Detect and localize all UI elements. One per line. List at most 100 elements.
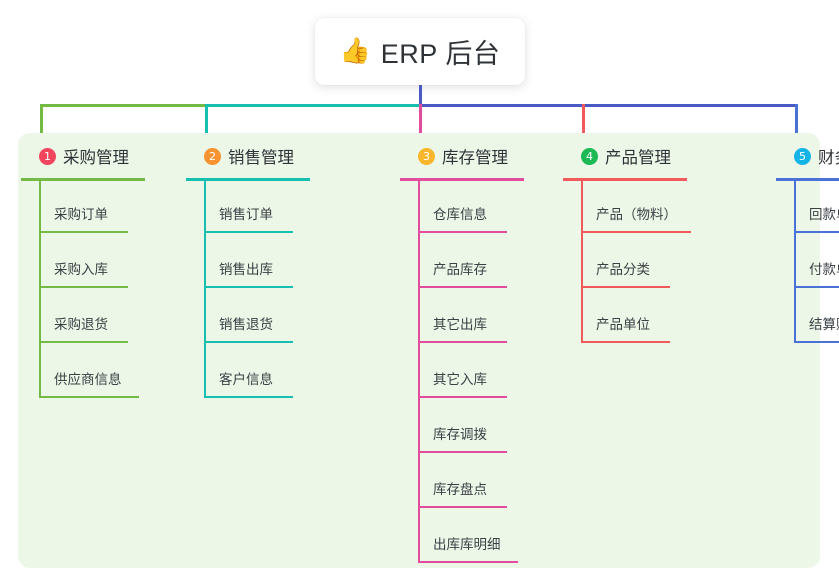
column-spine: [204, 178, 206, 398]
list-item[interactable]: 产品分类: [560, 233, 725, 288]
connector-drop-1: [40, 104, 43, 138]
list-item-label: 其它出库: [433, 317, 487, 332]
list-item-label: 销售出库: [219, 262, 273, 277]
list-item[interactable]: 付款单: [773, 233, 839, 288]
list-item-label: 产品（物料）: [596, 207, 677, 222]
list-item-label: 供应商信息: [54, 372, 122, 387]
list-item-rule: [418, 561, 518, 563]
list-item[interactable]: 回款单: [773, 178, 839, 233]
connector-drop-4: [582, 104, 585, 138]
column-header-5[interactable]: 5财务管理: [773, 133, 839, 179]
list-item-rule: [204, 286, 293, 288]
column-items: 采购订单采购入库采购退货供应商信息: [18, 178, 183, 398]
list-item[interactable]: 仓库信息: [397, 178, 562, 233]
column-spine: [794, 178, 796, 343]
column-title: 销售管理: [228, 149, 294, 167]
column-header-rule: [776, 178, 839, 181]
list-item-label: 其它入库: [433, 372, 487, 387]
list-item[interactable]: 产品单位: [560, 288, 725, 343]
list-item-rule: [418, 506, 507, 508]
column-number-badge: 3: [418, 147, 435, 165]
thumbs-up-icon: 👍: [339, 37, 371, 65]
list-item-rule: [204, 396, 293, 398]
column-title: 采购管理: [63, 149, 129, 167]
connector-stem: [419, 85, 422, 105]
list-item-label: 付款单: [809, 262, 839, 277]
list-item[interactable]: 采购入库: [18, 233, 183, 288]
list-item-rule: [418, 286, 507, 288]
column-header-rule: [563, 178, 687, 181]
list-item-label: 仓库信息: [433, 207, 487, 222]
column-2: 2 销售管理销售订单销售出库销售退货客户信息: [183, 133, 348, 398]
column-items: 回款单付款单结算账户: [773, 178, 839, 343]
list-item-rule: [794, 341, 839, 343]
column-number-badge: 4: [581, 147, 598, 165]
connector-bus-segment-1: [40, 104, 208, 107]
connector-drop-5: [795, 104, 798, 138]
list-item[interactable]: 产品库存: [397, 233, 562, 288]
list-item-rule: [39, 286, 128, 288]
column-title: 库存管理: [442, 149, 508, 167]
list-item-rule: [204, 341, 293, 343]
list-item-rule: [581, 341, 670, 343]
connector-bus-segment-3: [419, 104, 798, 107]
list-item-rule: [39, 341, 128, 343]
list-item-label: 产品单位: [596, 317, 650, 332]
column-header-rule: [21, 178, 145, 181]
list-item-label: 回款单: [809, 207, 839, 222]
column-header-rule: [400, 178, 524, 181]
list-item-label: 采购退货: [54, 317, 108, 332]
list-item-rule: [794, 286, 839, 288]
column-header-1[interactable]: 1 采购管理: [18, 133, 183, 179]
column-items: 仓库信息产品库存其它出库其它入库库存调拨库存盘点出库库明细: [397, 178, 562, 563]
list-item[interactable]: 库存盘点: [397, 453, 562, 508]
column-spine: [39, 178, 41, 398]
column-spine: [418, 178, 420, 563]
column-header-3[interactable]: 3 库存管理: [397, 133, 562, 179]
list-item[interactable]: 其它入库: [397, 343, 562, 398]
list-item-label: 销售订单: [219, 207, 273, 222]
list-item[interactable]: 采购订单: [18, 178, 183, 233]
column-header-4[interactable]: 4 产品管理: [560, 133, 725, 179]
column-number-badge: 1: [39, 147, 56, 165]
list-item-label: 采购入库: [54, 262, 108, 277]
list-item-label: 客户信息: [219, 372, 273, 387]
list-item[interactable]: 结算账户: [773, 288, 839, 343]
list-item[interactable]: 库存调拨: [397, 398, 562, 453]
list-item-rule: [204, 231, 293, 233]
list-item[interactable]: 供应商信息: [18, 343, 183, 398]
list-item-label: 销售退货: [219, 317, 273, 332]
list-item-label: 结算账户: [809, 317, 839, 332]
list-item[interactable]: 采购退货: [18, 288, 183, 343]
list-item[interactable]: 其它出库: [397, 288, 562, 343]
list-item-label: 产品分类: [596, 262, 650, 277]
connector-drop-2: [205, 104, 208, 138]
column-header-rule: [186, 178, 310, 181]
column-spine: [581, 178, 583, 343]
root-node-card[interactable]: 👍 ERP 后台: [315, 18, 525, 85]
column-items: 销售订单销售出库销售退货客户信息: [183, 178, 348, 398]
page-title: ERP 后台: [380, 39, 501, 69]
list-item[interactable]: 客户信息: [183, 343, 348, 398]
column-number-badge: 2: [204, 147, 221, 165]
list-item[interactable]: 产品（物料）: [560, 178, 725, 233]
connector-drop-3: [419, 104, 422, 138]
column-title: 财务管理: [818, 149, 839, 167]
list-item[interactable]: 销售退货: [183, 288, 348, 343]
column-title: 产品管理: [605, 149, 671, 167]
connector-bus-segment-2: [205, 104, 422, 107]
column-5: 5财务管理回款单付款单结算账户: [773, 133, 839, 343]
list-item[interactable]: 销售订单: [183, 178, 348, 233]
list-item-label: 库存盘点: [433, 482, 487, 497]
list-item-rule: [418, 341, 507, 343]
list-item[interactable]: 出库库明细: [397, 508, 562, 563]
column-3: 3 库存管理仓库信息产品库存其它出库其它入库库存调拨库存盘点出库库明细: [397, 133, 562, 563]
column-1: 1 采购管理采购订单采购入库采购退货供应商信息: [18, 133, 183, 398]
list-item-label: 产品库存: [433, 262, 487, 277]
list-item-rule: [418, 396, 507, 398]
list-item[interactable]: 销售出库: [183, 233, 348, 288]
list-item-label: 出库库明细: [433, 537, 501, 552]
column-header-2[interactable]: 2 销售管理: [183, 133, 348, 179]
list-item-rule: [581, 231, 691, 233]
list-item-rule: [39, 231, 128, 233]
